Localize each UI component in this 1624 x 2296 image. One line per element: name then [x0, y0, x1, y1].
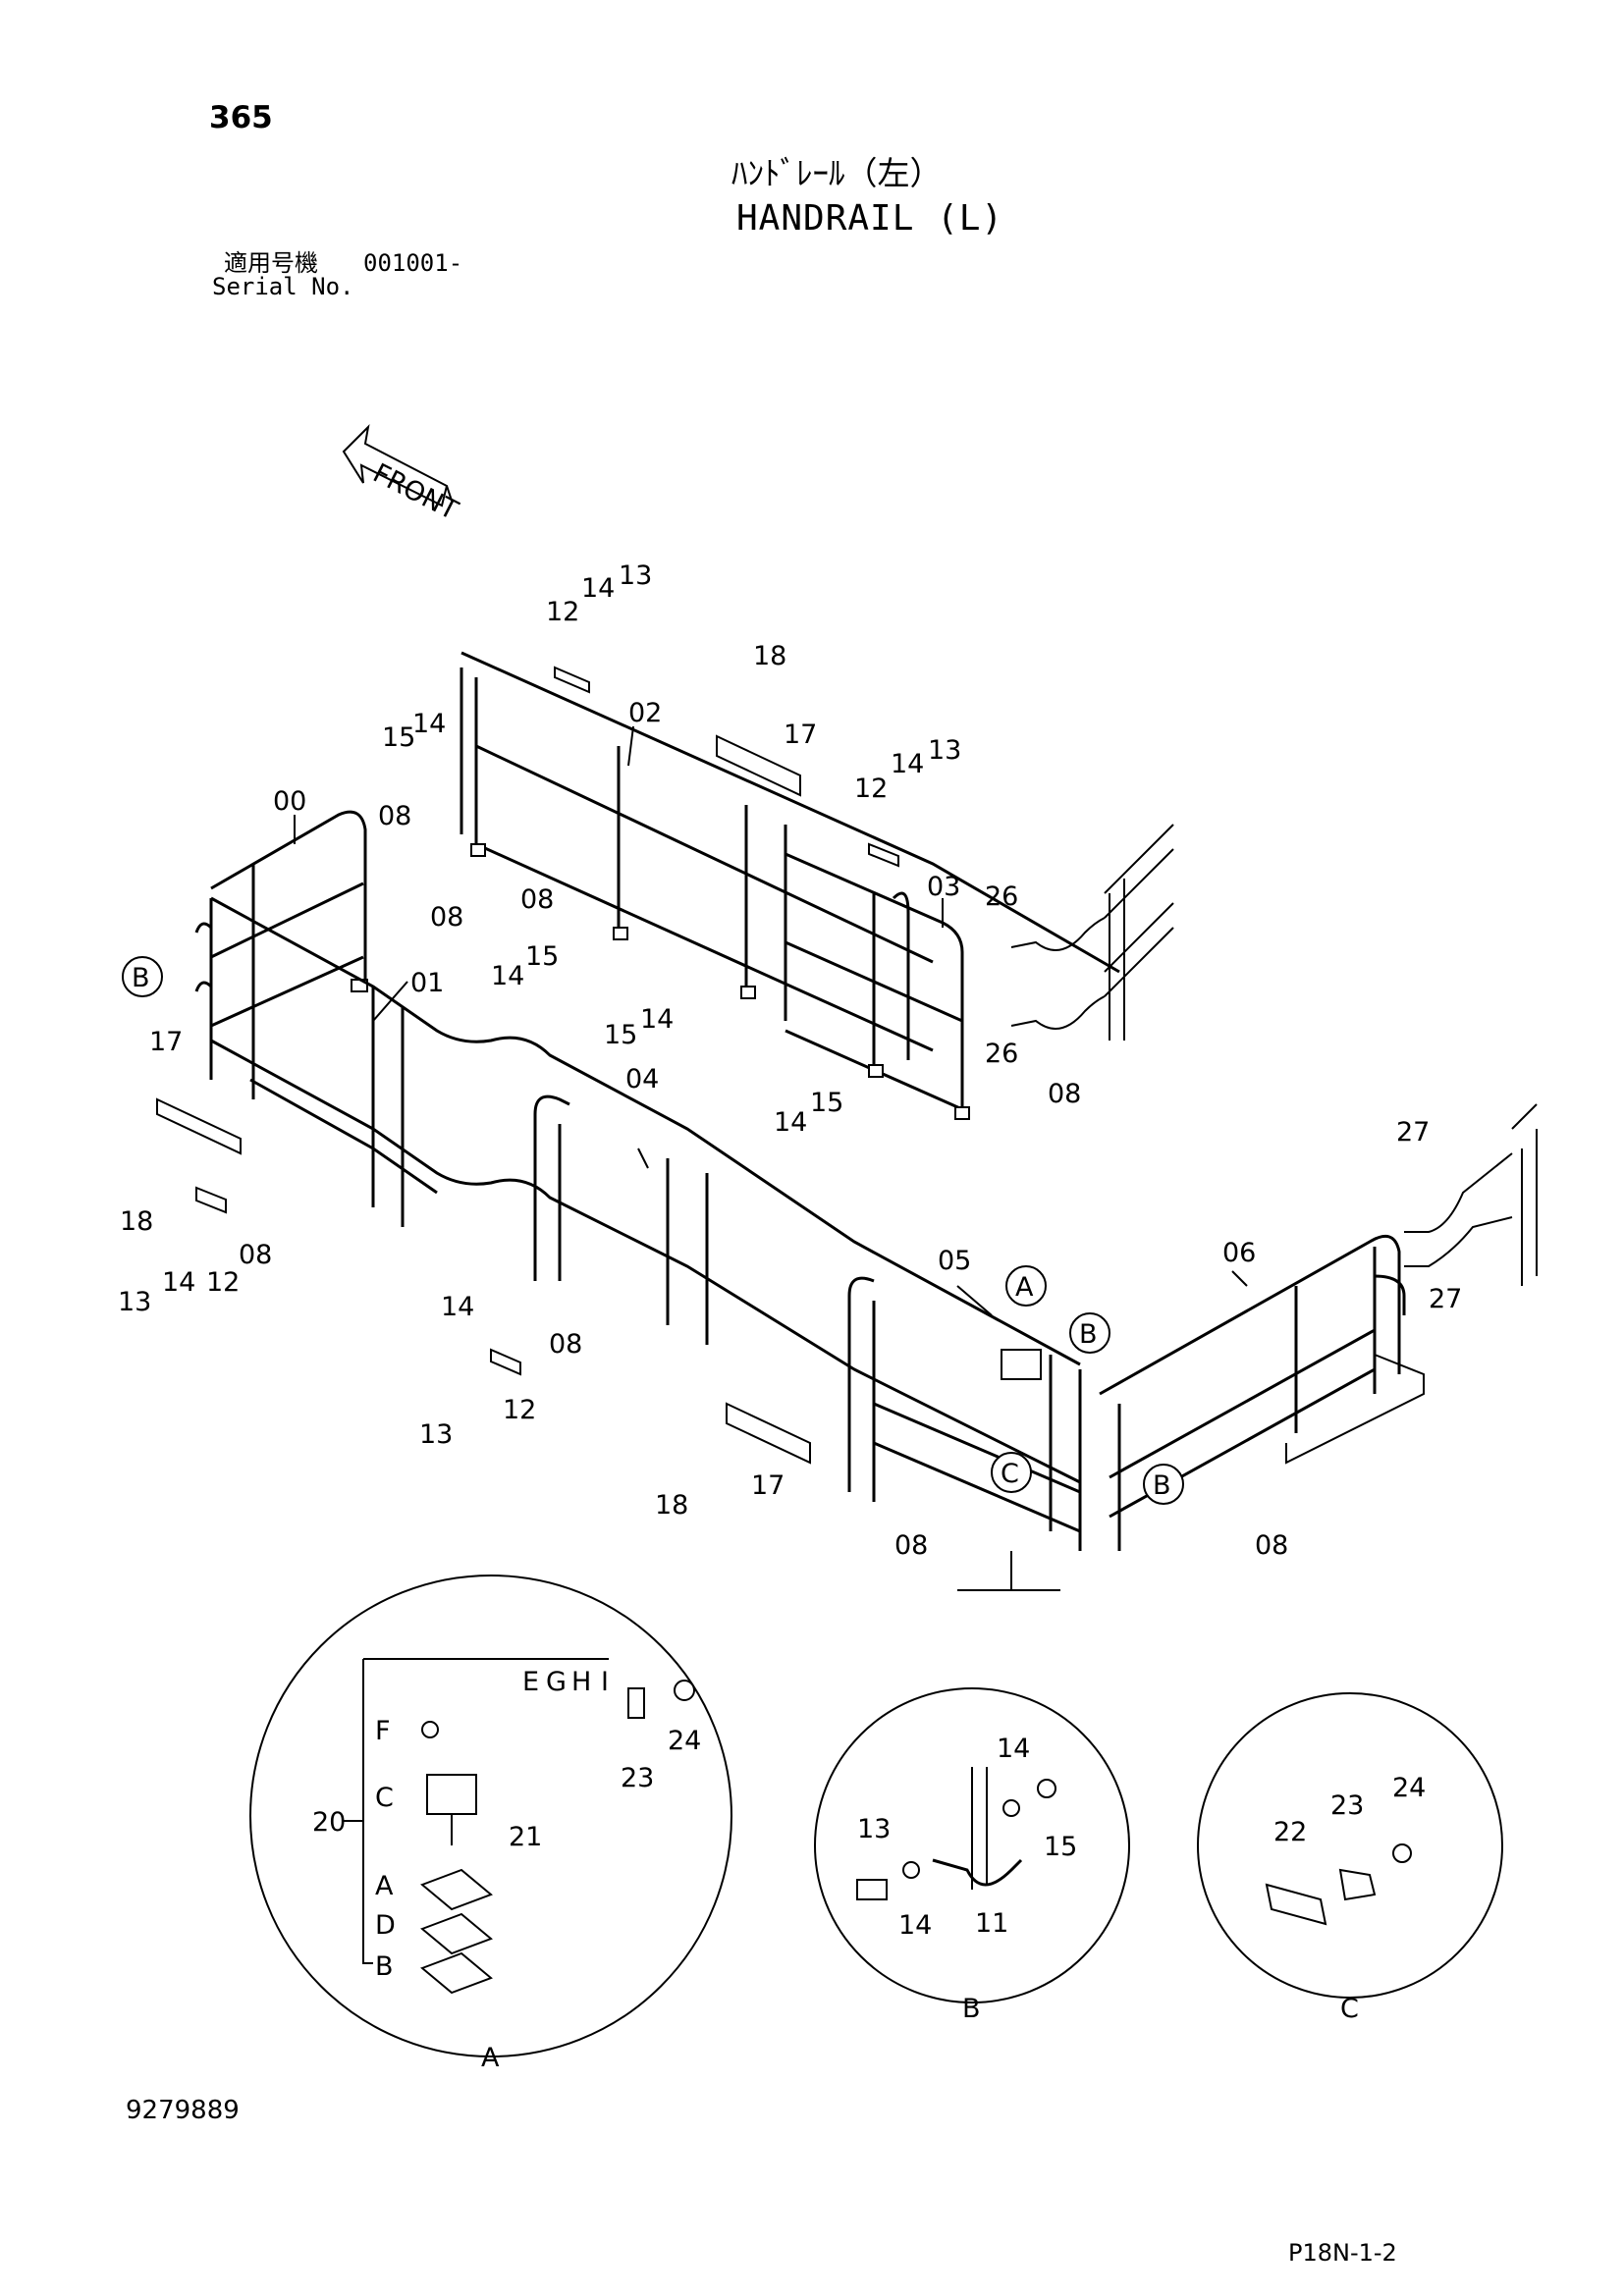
label-14-c: 14 — [891, 749, 924, 779]
page-number: 365 — [209, 100, 273, 135]
detail-letter-f: F — [375, 1716, 391, 1746]
label-13-a: 13 — [619, 561, 652, 591]
label-13-c: 13 — [118, 1287, 151, 1317]
label-08-f: 08 — [549, 1329, 582, 1360]
label-23-a: 23 — [621, 1763, 654, 1793]
plates — [156, 666, 899, 1465]
label-26-b: 26 — [985, 1039, 1018, 1069]
label-14-j: 14 — [898, 1910, 932, 1941]
detail-a-label: A — [481, 2043, 500, 2073]
label-08-a: 08 — [378, 801, 411, 831]
label-17-c: 17 — [751, 1470, 785, 1501]
title-japanese: ﾊﾝﾄﾞﾚｰﾙ（左） — [731, 154, 943, 192]
detail-letter-a: A — [375, 1871, 394, 1901]
label-04: 04 — [625, 1064, 659, 1095]
label-27-b: 27 — [1429, 1284, 1462, 1314]
callout-b-left: B — [132, 963, 150, 993]
detail-view-c: C 22 23 24 — [1197, 1692, 1503, 2024]
label-02: 02 — [628, 698, 662, 728]
label-00: 00 — [273, 786, 306, 817]
label-18-c: 18 — [655, 1490, 688, 1521]
label-08-b: 08 — [430, 902, 463, 933]
callout-b-right: B — [1153, 1470, 1171, 1501]
label-15-b: 15 — [525, 941, 559, 972]
label-14-e: 14 — [640, 1004, 674, 1035]
part-labels: 00 01 02 03 04 05 06 08 08 08 08 08 08 0… — [118, 561, 1462, 1561]
label-13-d: 13 — [419, 1419, 453, 1450]
label-12-a: 12 — [546, 597, 579, 627]
label-23-b: 23 — [1330, 1790, 1364, 1821]
label-11: 11 — [975, 1908, 1008, 1939]
label-15-a: 15 — [382, 722, 415, 753]
label-20: 20 — [312, 1807, 346, 1838]
label-22: 22 — [1273, 1817, 1307, 1847]
handrail-00 — [194, 810, 368, 1099]
serial-label-english: Serial No. — [212, 273, 354, 300]
label-08-g: 08 — [894, 1530, 928, 1561]
label-14-d: 14 — [491, 961, 524, 991]
label-14-g: 14 — [162, 1267, 195, 1298]
callout-a-main: A — [1015, 1272, 1034, 1303]
front-label: FRONT — [368, 458, 463, 527]
page-code: P18N-1-2 — [1288, 2239, 1397, 2267]
callout-b-top: B — [1079, 1319, 1098, 1350]
detail-letter-i: I — [601, 1667, 609, 1697]
detail-letter-d: D — [375, 1910, 396, 1941]
label-14-h: 14 — [441, 1292, 474, 1322]
label-03: 03 — [927, 872, 960, 902]
label-15-d: 15 — [810, 1088, 843, 1118]
label-14-a: 14 — [581, 573, 615, 604]
label-27-a: 27 — [1396, 1117, 1430, 1148]
label-06: 06 — [1222, 1238, 1256, 1268]
label-24-b: 24 — [1392, 1773, 1426, 1803]
label-12-c: 12 — [206, 1267, 240, 1298]
leader-lines — [294, 725, 1248, 1591]
label-13-b: 13 — [928, 735, 961, 766]
label-05: 05 — [938, 1246, 971, 1276]
title-english: HANDRAIL (L) — [736, 198, 1004, 239]
label-18-a: 18 — [753, 641, 786, 671]
detail-letter-e: E — [522, 1667, 539, 1697]
detail-view-a: A 20 F C A D B E G H I 21 23 24 — [249, 1575, 732, 2073]
chain-26 — [1010, 824, 1174, 1041]
detail-view-b: B 11 13 14 14 15 — [814, 1687, 1130, 2024]
detail-c-label: C — [1340, 1994, 1359, 2024]
detail-letter-c: C — [375, 1783, 394, 1813]
label-15-c: 15 — [604, 1020, 637, 1050]
label-12-d: 12 — [503, 1395, 536, 1425]
front-arrow: FRONT — [342, 424, 463, 527]
detail-b-label: B — [962, 1994, 981, 2024]
label-08-h: 08 — [1255, 1530, 1288, 1561]
label-14-b: 14 — [412, 709, 446, 739]
label-15-e: 15 — [1044, 1832, 1077, 1862]
callouts-main: B A B C B — [122, 956, 1184, 1505]
label-14-i: 14 — [997, 1734, 1030, 1764]
label-17-b: 17 — [149, 1027, 183, 1057]
chain-27 — [1404, 1103, 1538, 1286]
label-26-a: 26 — [985, 881, 1018, 912]
label-18-b: 18 — [120, 1206, 153, 1237]
detail-letter-h: H — [571, 1667, 591, 1697]
label-21: 21 — [509, 1822, 542, 1852]
label-14-f: 14 — [774, 1107, 807, 1138]
handrail-02 — [460, 651, 1120, 1052]
document-number: 9279889 — [126, 2096, 240, 2125]
label-01: 01 — [410, 968, 444, 998]
label-17-a: 17 — [784, 720, 817, 750]
handrail-06 — [1099, 1234, 1425, 1551]
label-12-b: 12 — [854, 774, 888, 804]
handrail-04-05 — [533, 1095, 1082, 1551]
serial-number-value: 001001- — [363, 249, 463, 277]
callout-c-main: C — [1001, 1459, 1019, 1489]
label-24-a: 24 — [668, 1726, 701, 1756]
detail-letter-g: G — [546, 1667, 567, 1697]
label-08-c: 08 — [520, 884, 554, 915]
handrail-01 — [210, 896, 1081, 1484]
label-08-e: 08 — [239, 1240, 272, 1270]
serial-label-japanese: 適用号機 — [224, 249, 318, 277]
detail-letter-b: B — [375, 1951, 394, 1982]
label-13-e: 13 — [857, 1814, 891, 1844]
label-08-d: 08 — [1048, 1079, 1081, 1109]
